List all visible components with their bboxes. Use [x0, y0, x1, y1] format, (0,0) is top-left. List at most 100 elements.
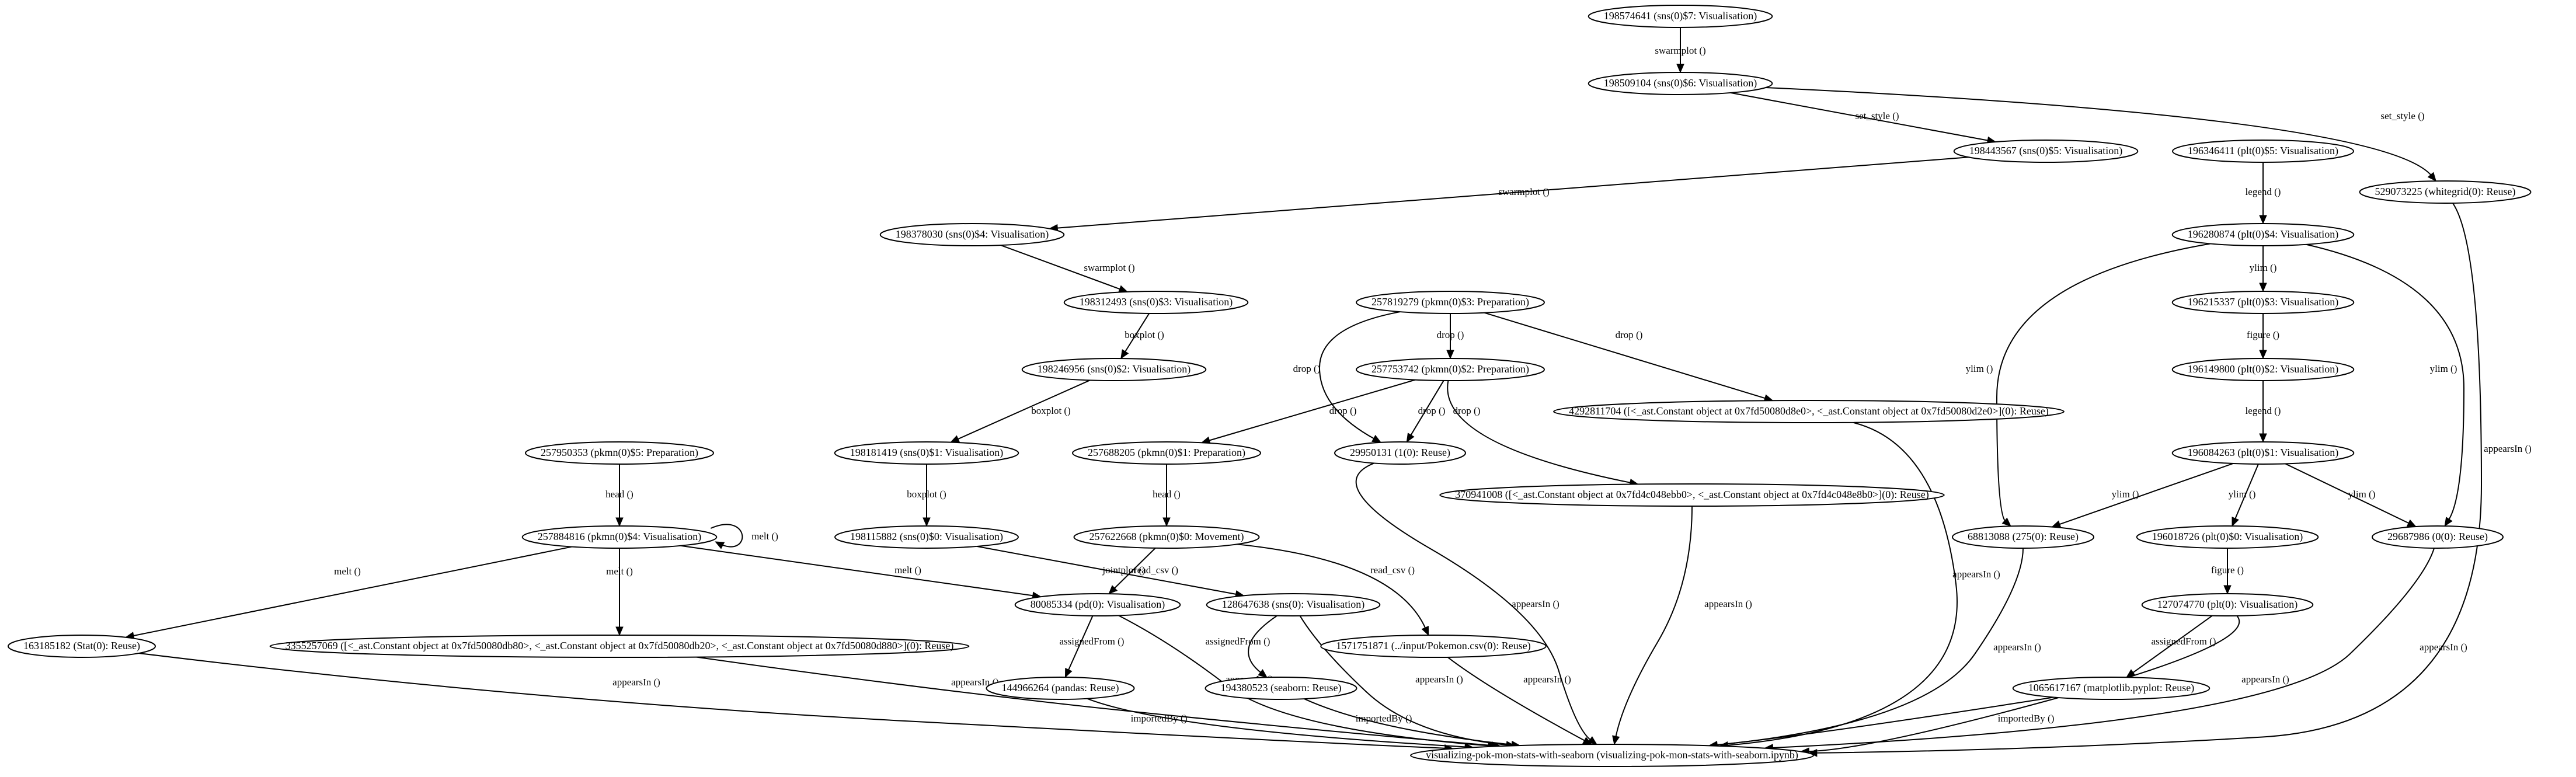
edge-label: appearsIn (): [1415, 674, 1463, 685]
node-label: 198312493 (sns(0)$3: Visualisation): [1080, 296, 1233, 308]
edge-line: [1318, 311, 1401, 440]
node-ellipse: [2136, 525, 2319, 549]
node-label: 163185182 (Stat(0): Reuse): [23, 640, 140, 652]
arrowhead: [1162, 517, 1171, 527]
node-label: 198509104 (sns(0)$6: Visualisation): [1604, 77, 1757, 89]
edge-line: [2285, 463, 2410, 524]
graph-node: 198181419 (sns(0)$1: Visualisation): [834, 441, 1019, 465]
edge-line: [1113, 548, 1156, 590]
arrowhead: [1421, 626, 1429, 636]
edge-n27-n33: assignedFrom (): [1206, 615, 1277, 678]
edge-label: drop (): [1293, 363, 1321, 374]
edge-label: drop (): [1453, 405, 1481, 416]
edge-label: appearsIn (): [2484, 443, 2532, 454]
node-ellipse: [1410, 744, 1814, 767]
graph-node: 163185182 (Stat(0): Reuse): [8, 635, 156, 658]
graph-node: 1065617167 (matplotlib.pyplot: Reuse): [2012, 677, 2211, 700]
node-ellipse: [521, 525, 718, 549]
edge-label: importedBy (): [1131, 713, 1188, 724]
node-ellipse: [1588, 72, 1773, 95]
arrowhead: [1120, 349, 1129, 360]
node-ellipse: [2359, 180, 2532, 204]
node-ellipse: [2171, 358, 2355, 381]
edge-n32-n35: importedBy (): [1087, 698, 1474, 751]
edge-n1-n2: set_style (): [1730, 92, 1997, 145]
edge-n16-n22: head (): [1153, 464, 1181, 527]
node-label: 4292811704 ([<_ast.Constant object at 0x…: [1569, 405, 2049, 417]
edge-n20-n30: melt (): [606, 548, 633, 636]
edge-label: ylim (): [1966, 363, 1993, 374]
edge-label: drop (): [1437, 329, 1464, 340]
edge-label: appearsIn (): [1512, 598, 1559, 609]
node-label: 196346411 (plt(0)$5: Visualisation): [2188, 145, 2338, 157]
graph-node: 198246956 (sns(0)$2: Visualisation): [1021, 358, 1207, 381]
edge-label: figure (): [2247, 329, 2279, 340]
edge-n7-n10: boxplot (): [1120, 313, 1164, 360]
edge-n15-n21: boxplot (): [907, 464, 946, 527]
node-label: 257819279 (pkmn(0)$3: Preparation): [1371, 296, 1529, 308]
edge-label: head (): [1153, 489, 1181, 500]
edge-line: [710, 524, 743, 548]
arrowhead: [1406, 433, 1415, 443]
node-ellipse: [834, 525, 1019, 549]
node-label: 257950353 (pkmn(0)$5: Preparation): [541, 447, 698, 459]
edge-n18-n23: ylim (): [2051, 462, 2234, 528]
nodes-layer: 198574641 (sns(0)$7: Visualisation) 19850…: [8, 5, 2532, 767]
graph-node: 4292811704 ([<_ast.Constant object at 0x…: [1553, 400, 2065, 423]
arrowhead: [1064, 668, 1073, 678]
edge-label: set_style (): [1855, 110, 1899, 121]
edge-n0-n1: swarmplot (): [1655, 27, 1706, 74]
graph-node: 196084263 (plt(0)$1: Visualisation): [2171, 441, 2355, 465]
node-label: 194380523 (seaborn: Reuse): [1221, 682, 1342, 694]
arrowhead: [1371, 434, 1382, 443]
graph-node: 128647638 (sns(0): Visualisation): [1206, 593, 1381, 616]
edge-n9-n12: figure (): [2247, 313, 2279, 360]
arrowhead: [1258, 669, 1268, 678]
edge-n21-n27: jointplot (): [976, 545, 1245, 598]
arrowhead: [715, 541, 725, 549]
graph-node: visualizing-pok-mon-stats-with-seaborn (…: [1410, 744, 1814, 767]
edge-line: [1447, 380, 1632, 484]
edge-line: [1237, 543, 1426, 629]
edge-label: melt (): [751, 531, 778, 542]
edge-n33-n35: importedBy (): [1304, 698, 1521, 749]
edge-n28-n34: assignedFrom (): [2126, 615, 2216, 678]
node-ellipse: [1356, 358, 1545, 381]
edge-line: [976, 545, 1237, 595]
edge-n3-n6: legend (): [2246, 162, 2281, 225]
edge-line: [1730, 92, 1989, 141]
node-ellipse: [2171, 441, 2355, 465]
node-ellipse: [1952, 525, 2094, 549]
edge-line: [1000, 245, 1122, 290]
edge-line: [132, 546, 572, 637]
edge-label: boxplot (): [1125, 329, 1164, 340]
node-ellipse: [525, 441, 714, 465]
edge-n25-n35: appearsIn (): [1764, 548, 2467, 752]
edge-line: [1726, 421, 1958, 746]
edge-label: importedBy (): [1998, 713, 2055, 724]
arrowhead: [1108, 585, 1118, 595]
edge-label: assignedFrom (): [1060, 636, 1125, 647]
node-label: 29950131 (1(0): Reuse): [1350, 447, 1450, 459]
node-ellipse: [2141, 593, 2314, 616]
edge-n27-n35: appearsIn (): [1299, 615, 1516, 749]
edge-line: [680, 545, 1034, 597]
edge-label: swarmplot (): [1498, 186, 1549, 197]
edge-n6-n25: ylim (): [2306, 243, 2465, 527]
graph-node: 29687986 (0(0): Reuse): [2372, 525, 2504, 549]
node-ellipse: [2372, 525, 2504, 549]
node-label: 127074770 (plt(0): Visualisation): [2157, 598, 2298, 611]
edge-n24-n28: figure (): [2211, 548, 2244, 595]
edge-n11-n19: drop (): [1447, 380, 1639, 487]
edge-label: drop (): [1616, 329, 1643, 340]
edge-n18-n25: ylim (): [2285, 463, 2417, 527]
graph-node: 257622668 (pkmn(0)$0: Movement): [1073, 525, 1260, 549]
node-label: 68813088 (275(0): Reuse): [1968, 531, 2079, 543]
graph-node: 198574641 (sns(0)$7: Visualisation): [1588, 5, 1773, 28]
edge-line: [1067, 615, 1094, 671]
arrowhead: [2223, 585, 2232, 595]
edge-label: appearsIn (): [2241, 674, 2289, 685]
edge-line: [1087, 698, 1467, 748]
node-label: 80085334 (pd(0): Visualisation): [1031, 598, 1165, 611]
arrowhead: [2259, 215, 2267, 225]
